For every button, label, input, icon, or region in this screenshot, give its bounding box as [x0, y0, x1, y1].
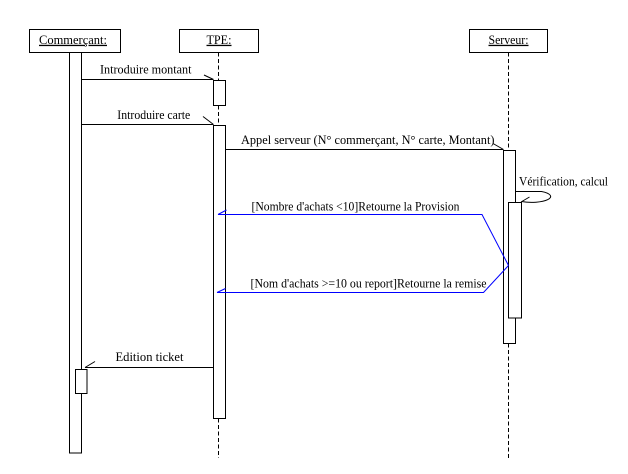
svg-text:Serveur:: Serveur: [489, 32, 529, 47]
svg-text:[Nombre d'achats <10]Retourne: [Nombre d'achats <10]Retourne la Provisi… [252, 199, 460, 214]
svg-text:Introduire carte: Introduire carte [117, 107, 190, 122]
svg-text:Vérification, calcul: Vérification, calcul [519, 174, 608, 189]
svg-text:Commerçant:: Commerçant: [39, 32, 107, 47]
svg-text:Introduire montant: Introduire montant [100, 62, 192, 77]
svg-text:Appel serveur (N° commerçant,: Appel serveur (N° commerçant, N° carte, … [241, 132, 495, 147]
svg-text:Edition ticket: Edition ticket [116, 349, 184, 364]
svg-text:[Nom d'achats >=10 ou report]R: [Nom d'achats >=10 ou report]Retourne la… [251, 276, 487, 291]
svg-text:TPE:: TPE: [207, 32, 232, 47]
